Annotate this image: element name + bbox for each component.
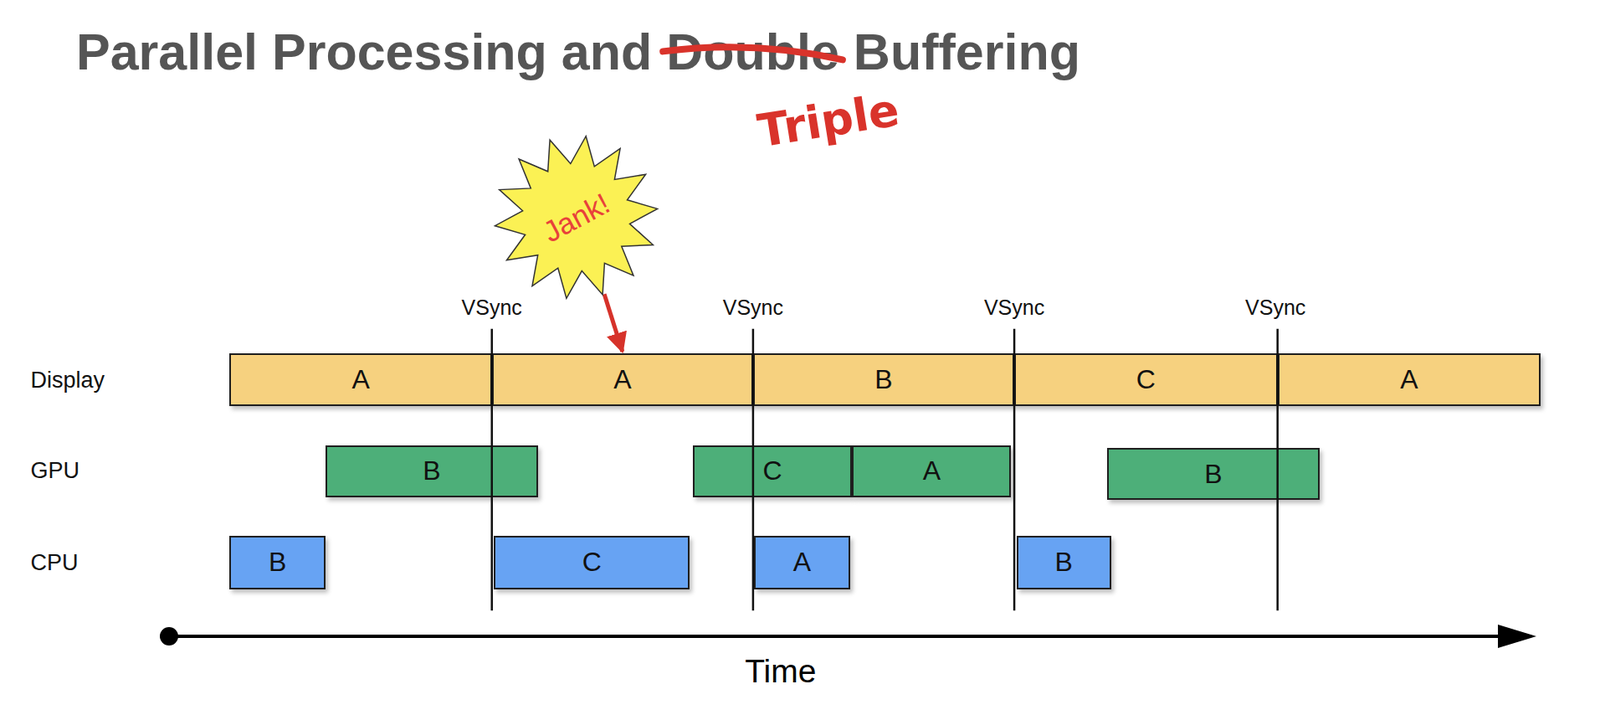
frame-letter: A: [351, 364, 370, 395]
row-label: Display: [30, 366, 106, 393]
frame-letter: C: [582, 546, 602, 578]
cpu-task-box: A: [753, 535, 851, 589]
row-label: CPU: [30, 548, 79, 575]
frame-letter: C: [763, 455, 783, 487]
display-frame-box: C: [1014, 353, 1278, 406]
time-axis: [159, 624, 1537, 648]
frame-letter: B: [268, 546, 287, 578]
vsync-label: VSync: [461, 295, 523, 320]
display-frame-box: B: [753, 353, 1015, 406]
axis-arrowhead: [1497, 624, 1537, 648]
frame-letter: A: [1400, 364, 1418, 395]
vsync-line: [1276, 328, 1279, 611]
frame-letter: A: [793, 546, 811, 578]
frame-letter: B: [1055, 546, 1073, 578]
handwritten-correction: Triple: [753, 82, 903, 158]
slide-title: Parallel Processing and Double Buffering: [76, 22, 1081, 82]
axis-label: Time: [744, 652, 816, 690]
gpu-task-box: C: [692, 445, 852, 498]
frame-letter: C: [1136, 364, 1156, 395]
starburst-outline: [495, 136, 658, 299]
vsync-line: [490, 328, 493, 611]
vsync-line: [1013, 328, 1016, 611]
vsync-line: [752, 328, 755, 611]
gpu-task-box: A: [851, 445, 1011, 498]
display-frame-box: A: [229, 353, 492, 406]
frame-letter: A: [923, 455, 941, 487]
gpu-task-box: B: [325, 445, 539, 498]
frame-letter: A: [613, 364, 631, 395]
jank-pointer-arrow: [604, 293, 623, 352]
frame-letter: B: [874, 364, 893, 395]
gpu-task-box: B: [1107, 447, 1320, 500]
vsync-label: VSync: [723, 295, 784, 320]
vsync-label: VSync: [984, 295, 1045, 320]
frame-letter: B: [1204, 458, 1222, 490]
axis-line: [169, 634, 1498, 638]
row-label: GPU: [30, 457, 81, 484]
jank-starburst: Jank!: [494, 135, 658, 299]
cpu-task-box: B: [229, 535, 326, 589]
cpu-task-box: B: [1016, 535, 1112, 589]
cpu-task-box: C: [493, 535, 690, 589]
vsync-label: VSync: [1245, 295, 1306, 320]
display-frame-box: A: [1277, 353, 1542, 406]
display-frame-box: A: [492, 353, 754, 406]
frame-letter: B: [422, 455, 441, 487]
